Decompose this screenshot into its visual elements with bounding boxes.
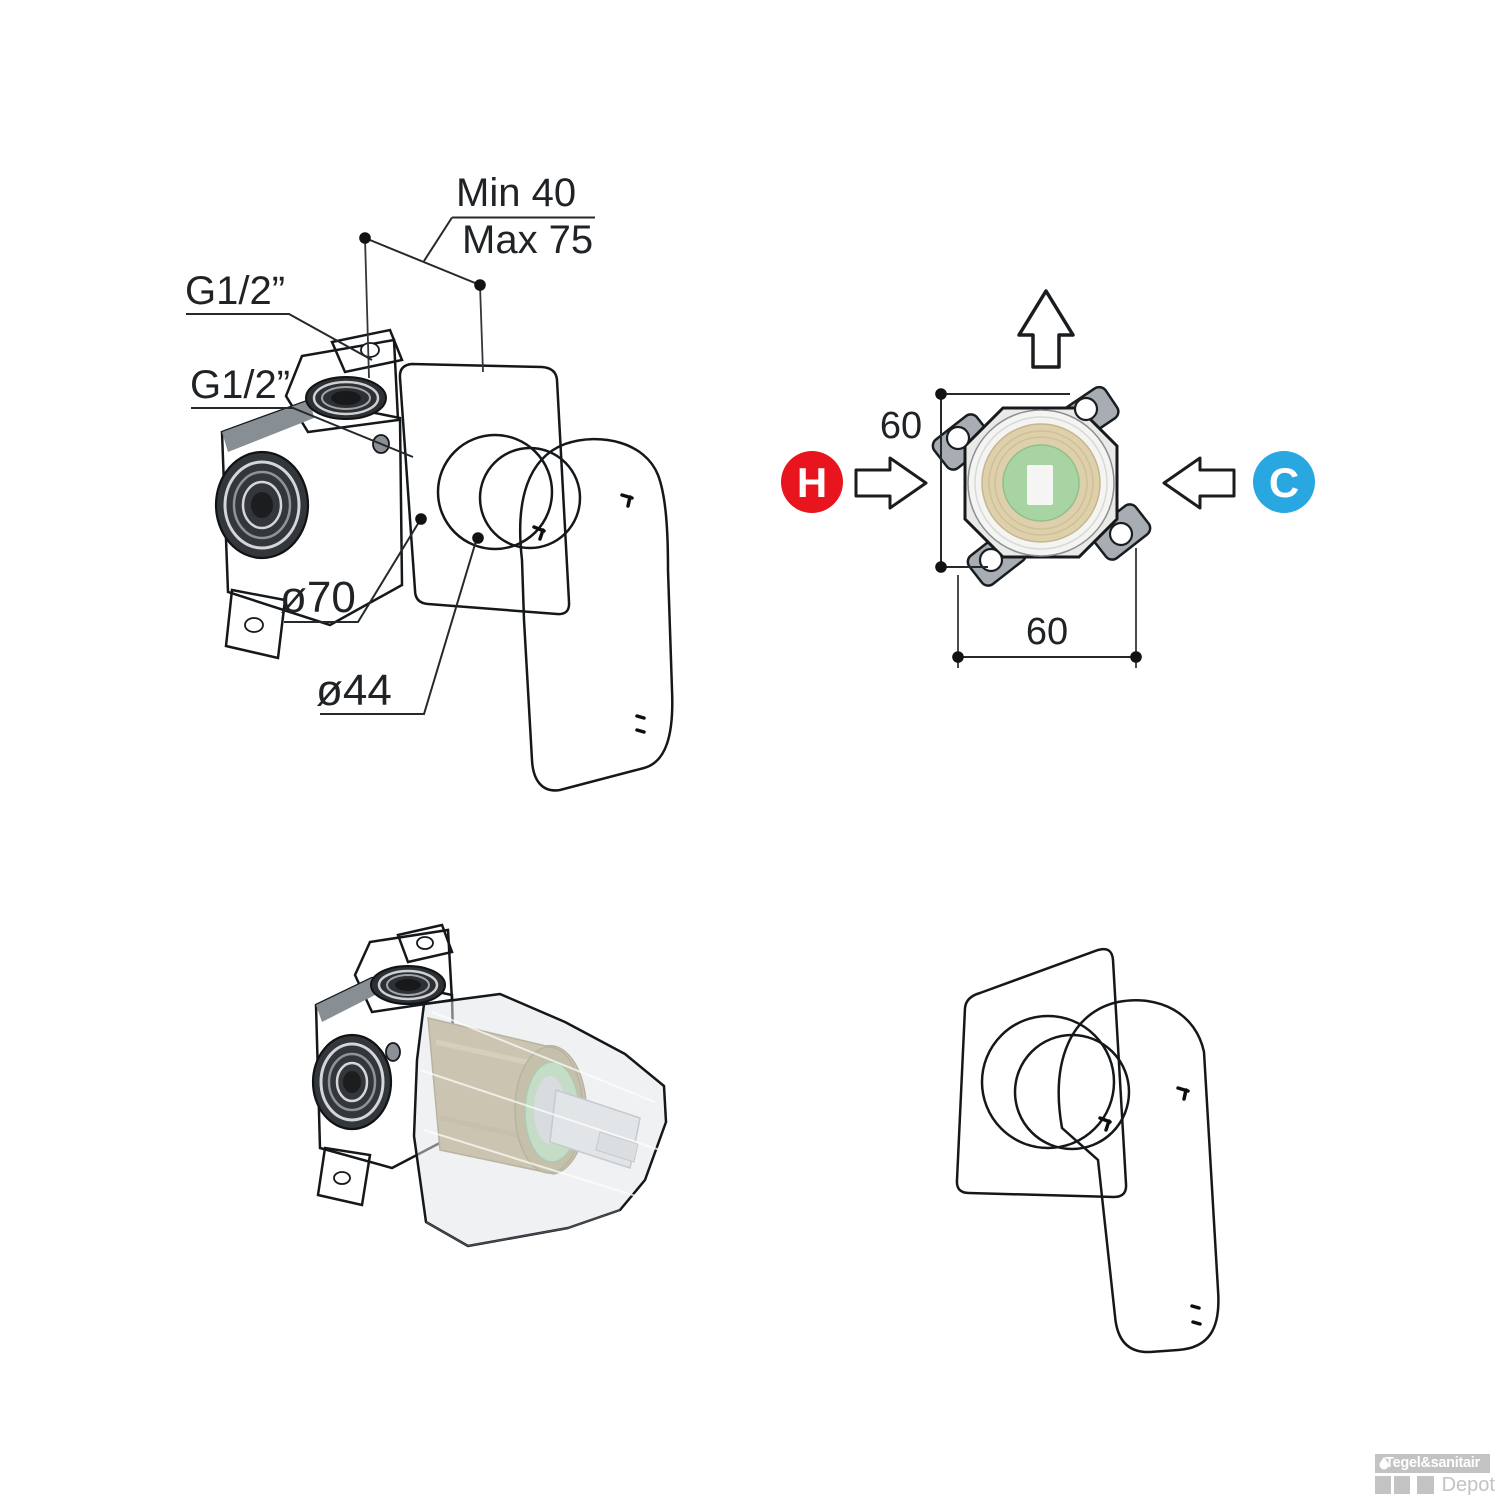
handle-hub-2 <box>1013 1033 1131 1151</box>
tab-hole <box>244 617 264 633</box>
width-dim-label: 60 <box>1026 611 1068 653</box>
diagram-front-view: 60 60 H C <box>781 289 1315 668</box>
thread-port-side-2 <box>311 1033 393 1131</box>
engraving-marks-2 <box>1098 1086 1202 1326</box>
mounting-tab-bottom <box>224 588 287 660</box>
logo-square <box>1417 1476 1434 1494</box>
dimension-width: 60 <box>952 548 1142 668</box>
escutcheon-cylinder-2 <box>980 1014 1116 1150</box>
diagram-finished-part <box>955 947 1220 1354</box>
handle-hub <box>478 446 582 550</box>
rough-body-2 <box>311 923 457 1207</box>
cover-highlights <box>419 1011 661 1197</box>
mounting-tab-top <box>330 328 404 374</box>
thread-port-top <box>305 376 387 420</box>
cold-badge <box>1253 451 1315 513</box>
escutcheon-cylinder <box>436 433 554 551</box>
annotation-depth: Min 40 Max 75 <box>359 171 595 379</box>
plate-diameter-label: ø70 <box>280 573 356 622</box>
height-dim-label: 60 <box>880 405 922 447</box>
watermark-logo: Tegel&sanitair Depot <box>1375 1454 1495 1496</box>
hot-label: H <box>797 459 827 506</box>
annotation-hub-diameter: ø44 <box>316 532 484 715</box>
tab-hole <box>360 342 380 358</box>
depth-min-label: Min 40 <box>456 171 576 215</box>
hot-badge <box>781 451 843 513</box>
hot-arrow-icon <box>854 456 928 510</box>
thread-port-top-2 <box>370 965 446 1005</box>
watermark-brand: Tegel&sanitair <box>1375 1454 1490 1473</box>
wall-plate-2 <box>955 947 1128 1199</box>
annotation-thread-side: G1/2” <box>190 363 414 458</box>
spindle-socket <box>1027 465 1053 505</box>
water-drop-icon <box>1375 1457 1392 1494</box>
diagram-concealed-part <box>311 923 668 1248</box>
engraving-marks <box>532 493 646 734</box>
thread-side-label: G1/2” <box>190 363 290 407</box>
thread-port-side <box>214 450 310 560</box>
cold-arrow-icon <box>1162 456 1236 510</box>
cold-label: C <box>1269 459 1299 506</box>
annotation-thread-top: G1/2” <box>185 269 373 361</box>
annotation-plate-diameter: ø70 <box>280 513 427 623</box>
protection-cover <box>412 992 668 1248</box>
wall-plate <box>398 362 571 616</box>
watermark-sub-brand: Depot <box>1441 1474 1495 1496</box>
lever-handle-2 <box>1057 999 1220 1354</box>
lever-handle <box>518 437 674 792</box>
dimension-height: 60 <box>880 388 1070 573</box>
up-arrow-icon <box>1017 289 1075 369</box>
depth-max-label: Max 75 <box>462 218 593 262</box>
diagram-exploded-view: Min 40 Max 75 G1/2” G1/2” ø70 ø44 <box>185 171 674 792</box>
tab-holes <box>945 396 1134 573</box>
cold-inlet: C <box>1162 451 1315 513</box>
hot-inlet: H <box>781 451 928 513</box>
hub-diameter-label: ø44 <box>316 666 392 715</box>
rough-body <box>214 328 404 660</box>
thread-top-label: G1/2” <box>185 269 285 313</box>
logo-square <box>1394 1476 1411 1494</box>
